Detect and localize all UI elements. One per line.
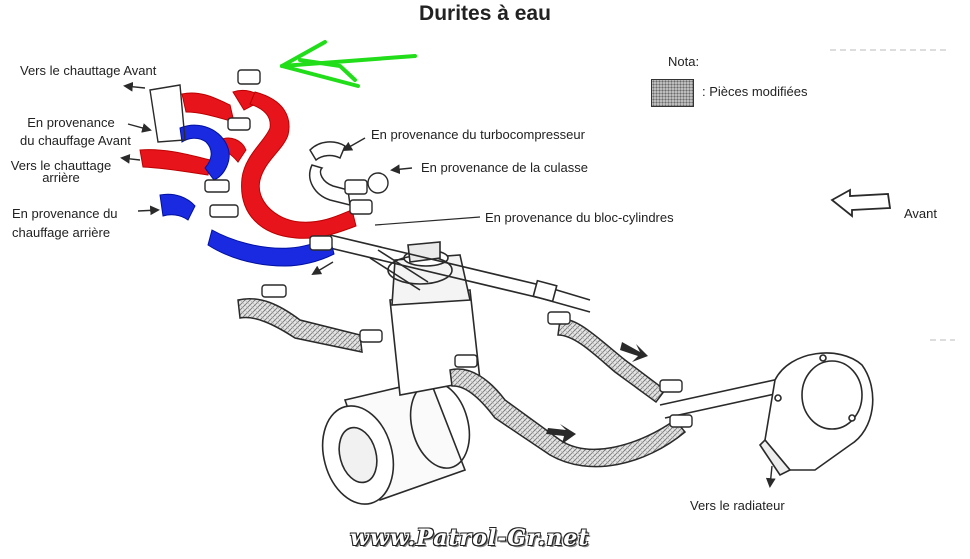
label-vers-chauffage-arriere-2: arrière bbox=[42, 170, 80, 185]
leader-arrows bbox=[120, 81, 776, 488]
arrow-vers-chauffage-arriere bbox=[120, 153, 141, 164]
label-vers-chauffage-arriere-1: Vers le chauttage bbox=[10, 158, 112, 173]
oil-filter-canister bbox=[321, 379, 471, 505]
metal-pipes bbox=[329, 234, 826, 419]
label-turbocompresseur: En provenance du turbocompresseur bbox=[371, 127, 585, 142]
arrow-provenance-chauffage-avant bbox=[127, 123, 152, 133]
green-highlight-arrow bbox=[280, 40, 417, 88]
radiator-outlet-housing bbox=[758, 352, 874, 477]
flow-arrows bbox=[546, 342, 648, 444]
label-provenance-chauffage-avant-2: du chauffage Avant bbox=[20, 133, 131, 148]
legend-label: : Pièces modifiées bbox=[702, 84, 808, 99]
label-vers-chauffage-avant: Vers le chauttage Avant bbox=[20, 63, 157, 78]
arrow-provenance-chauffage-arriere bbox=[137, 205, 160, 216]
modified-hoses bbox=[237, 298, 687, 468]
label-provenance-chauffage-arriere-2: chauffage arrière bbox=[12, 225, 111, 240]
small-hoses bbox=[309, 141, 351, 206]
hose-clamps bbox=[204, 69, 693, 428]
arrow-culasse bbox=[390, 164, 413, 175]
arrow-radiateur bbox=[765, 465, 776, 488]
avant-direction-arrow bbox=[830, 188, 892, 218]
label-avant: Avant bbox=[904, 206, 938, 221]
arrow-vers-chauffage-avant bbox=[123, 81, 146, 92]
page-title: Durites à eau bbox=[419, 2, 551, 25]
leader-bloc-cylindres bbox=[374, 216, 481, 226]
label-culasse: En provenance de la culasse bbox=[421, 160, 588, 175]
watermark: www.Patrol-Gr.net bbox=[350, 525, 590, 551]
label-bloc-cylindres: En provenance du bloc-cylindres bbox=[485, 210, 674, 225]
label-provenance-chauffage-avant-1: En provenance bbox=[27, 115, 115, 130]
dashed-border-lines bbox=[830, 49, 955, 341]
label-radiateur: Vers le radiateur bbox=[690, 498, 785, 513]
arrow-lower-hose bbox=[311, 261, 334, 276]
label-provenance-chauffage-arriere-1: En provenance du bbox=[12, 206, 118, 221]
cold-water-hoses bbox=[159, 124, 335, 267]
mounting-bracket bbox=[149, 84, 186, 143]
legend-hatch-swatch bbox=[651, 79, 694, 107]
arrow-turbocompresseur bbox=[342, 137, 366, 151]
hot-water-hoses bbox=[139, 89, 357, 239]
legend-heading: Nota: bbox=[668, 54, 700, 69]
